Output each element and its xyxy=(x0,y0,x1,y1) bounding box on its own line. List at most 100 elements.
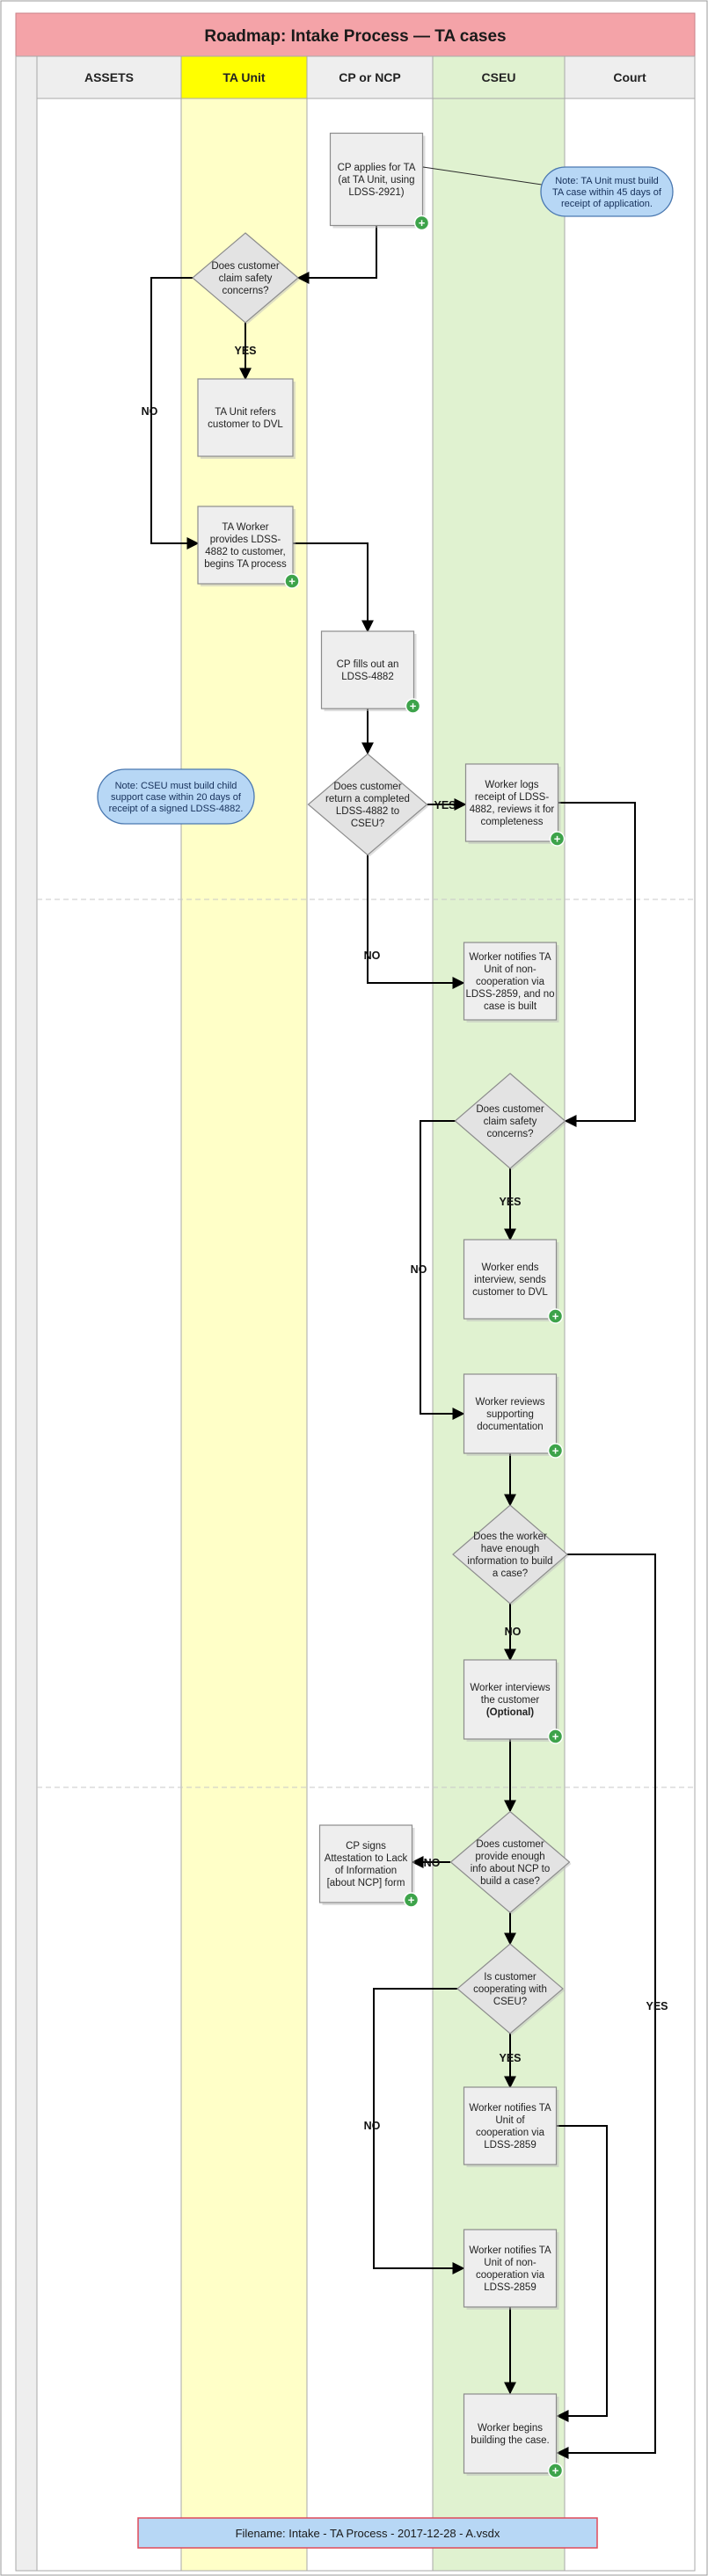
node-text-line: LDSS-2859 xyxy=(484,2140,536,2150)
process-box xyxy=(463,2393,558,2474)
node-text-line: Does the worker xyxy=(473,1532,547,1542)
node-text-line: 4882, reviews it for xyxy=(470,804,555,815)
svg-text:+: + xyxy=(552,2464,559,2478)
node-text-line: Worker interviews xyxy=(470,1683,550,1693)
process-box xyxy=(463,2086,558,2165)
lane-cpncp-header xyxy=(306,55,434,99)
note-text-line: receipt of application. xyxy=(561,199,653,209)
node-text-line: information to build xyxy=(467,1556,552,1567)
edge-enough-yes xyxy=(556,1554,656,2459)
lane-court-body xyxy=(564,55,696,2572)
edge-coop-no xyxy=(373,1988,465,2274)
node-text-line: provides LDSS- xyxy=(210,535,281,545)
lane-court-header xyxy=(564,55,696,99)
node-text-line: Does customer xyxy=(211,261,280,272)
node-text-line: CP signs xyxy=(346,1841,386,1852)
node-text-line: claim safety xyxy=(484,1117,537,1127)
edge-coop-to-begins xyxy=(556,2125,608,2422)
decision-diamond xyxy=(454,1073,566,1169)
expand-plus-icon[interactable]: + xyxy=(547,1308,564,1324)
node-text-line: (at TA Unit, using xyxy=(338,175,414,186)
edge-label-safety2-yes: YES xyxy=(499,1196,521,1208)
svg-text:+: + xyxy=(552,1310,559,1323)
expand-plus-icon[interactable]: + xyxy=(413,215,430,231)
expand-plus-icon[interactable]: + xyxy=(403,1892,420,1908)
process-box xyxy=(463,2229,558,2308)
node-text-line: have enough xyxy=(481,1544,540,1554)
node-text-line: Does customer xyxy=(333,782,402,792)
node-text-line: customer to DVL xyxy=(472,1287,548,1298)
lane-taunit-body xyxy=(180,55,308,2572)
process-box xyxy=(318,1824,413,1903)
svg-text:+: + xyxy=(552,1730,559,1743)
node-text-line: Does customer xyxy=(476,1839,544,1850)
node-text-line: concerns? xyxy=(486,1129,533,1139)
edge-apply-to-safety xyxy=(296,225,377,284)
lane-court-title: Court xyxy=(613,70,646,84)
expand-plus-icon[interactable]: + xyxy=(284,573,300,589)
svg-text:+: + xyxy=(408,1894,415,1907)
node-safety2[interactable]: Does customer claim safety concerns? xyxy=(454,1073,567,1170)
svg-text:+: + xyxy=(410,700,417,713)
node-text-line: claim safety xyxy=(219,273,273,284)
node-text-line: Attestation to Lack xyxy=(325,1853,408,1864)
node-text-line: Worker begins xyxy=(478,2423,543,2434)
expand-plus-icon[interactable]: + xyxy=(549,831,566,847)
expand-plus-icon[interactable]: + xyxy=(547,1728,564,1744)
node-text-line: of Information xyxy=(335,1866,397,1876)
decision-diamond xyxy=(307,753,428,856)
node-cp-applies[interactable]: CP applies for TA(at TA Unit, usingLDSS-… xyxy=(329,132,430,231)
lane-assets-title: ASSETS xyxy=(84,70,134,84)
note-bubble xyxy=(97,768,255,825)
process-box xyxy=(463,1239,558,1320)
lane-cseu-header xyxy=(432,55,566,99)
expand-plus-icon[interactable]: + xyxy=(547,2463,564,2478)
node-text-line: provide enough xyxy=(475,1852,544,1862)
edge-label-safety1-yes: YES xyxy=(234,345,256,357)
edge-label-enough-no: NO xyxy=(505,1626,522,1638)
title-bar xyxy=(15,12,696,57)
node-text-line: Unit of non- xyxy=(484,964,536,975)
edge-safety-no xyxy=(150,277,200,549)
lane-taunit-title: TA Unit xyxy=(223,70,266,84)
diagram-title: Roadmap: Intake Process — TA cases xyxy=(204,27,506,46)
node-text-line: Worker reviews xyxy=(475,1397,544,1408)
node-text-line: Worker logs xyxy=(485,780,538,790)
node-text-line: cooperation via xyxy=(476,2270,545,2281)
edge-safety2-no xyxy=(420,1120,465,1420)
note-text-line: Note: CSEU must build child xyxy=(115,781,237,791)
node-text-line: the customer xyxy=(481,1695,540,1706)
node-text-line: Does customer xyxy=(476,1104,544,1115)
node-text-line: LDSS-2859 xyxy=(484,2282,536,2293)
node-text-line: begins TA process xyxy=(204,559,287,570)
lane-assets-header xyxy=(36,55,182,99)
expand-plus-icon[interactable]: + xyxy=(405,698,421,714)
node-text-line: a case? xyxy=(493,1568,528,1579)
decision-diamond xyxy=(456,1943,564,2034)
expand-plus-icon[interactable]: + xyxy=(547,1443,564,1459)
node-enough-info[interactable]: Does the worker have enough information to… xyxy=(452,1504,569,1605)
node-text-line: Worker notifies TA xyxy=(469,2245,551,2256)
note-text-line: support case within 20 days of xyxy=(111,792,242,803)
